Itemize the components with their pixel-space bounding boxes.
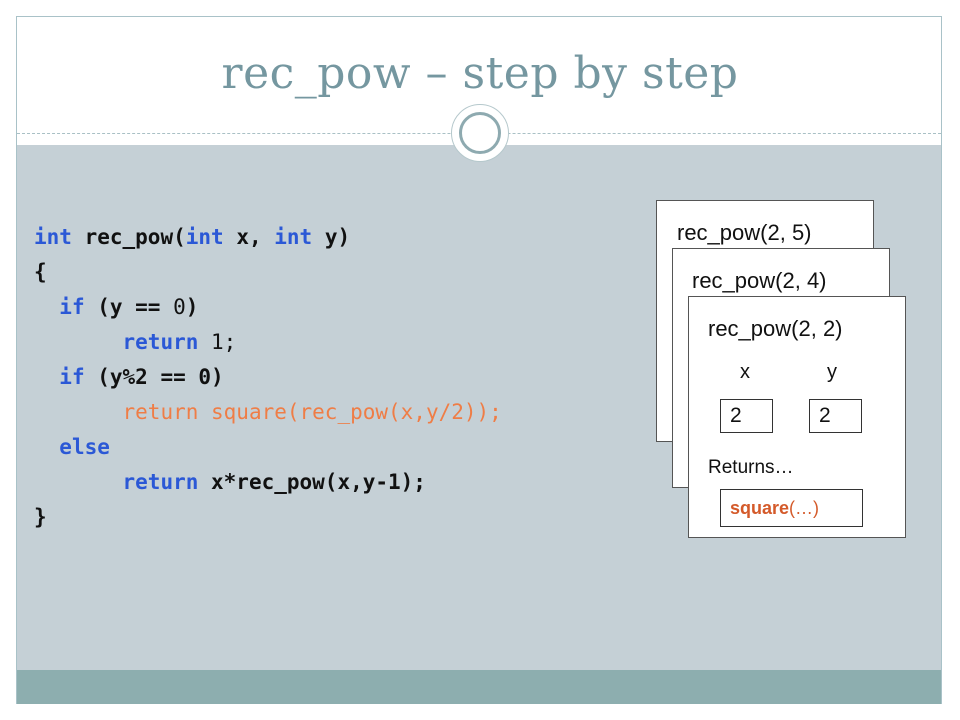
stack-frame-3: rec_pow(2, 2) x y 2 2 Returns… square(…) bbox=[688, 296, 906, 538]
code-indent bbox=[34, 330, 123, 354]
footer-band bbox=[17, 670, 941, 704]
code-line-5: if (y%2 == 0) bbox=[34, 360, 502, 395]
code-token: y) bbox=[312, 225, 351, 249]
keyword-token: int bbox=[34, 225, 72, 249]
code-token: (y%2 == 0) bbox=[84, 365, 224, 389]
highlighted-code-token: return square(rec_pow(x,y/2)); bbox=[122, 400, 502, 424]
var-x-value: 2 bbox=[720, 399, 773, 433]
keyword-token: int bbox=[185, 225, 224, 249]
code-indent bbox=[34, 470, 123, 494]
code-indent bbox=[34, 400, 123, 424]
code-token: } bbox=[34, 505, 47, 529]
code-indent bbox=[34, 295, 59, 319]
returns-label: Returns… bbox=[708, 457, 794, 478]
code-token: 0 bbox=[173, 295, 186, 319]
code-token: 1; bbox=[198, 330, 237, 354]
code-line-6: return square(rec_pow(x,y/2)); bbox=[34, 395, 502, 430]
ring-ornament-icon bbox=[451, 104, 509, 162]
code-token: rec_pow( bbox=[71, 225, 186, 249]
code-token: x*rec_pow(x,y-1); bbox=[198, 470, 426, 494]
code-token: { bbox=[34, 260, 47, 284]
code-line-7: else bbox=[34, 430, 502, 465]
code-line-8: return x*rec_pow(x,y-1); bbox=[34, 465, 502, 500]
return-args: (…) bbox=[789, 498, 820, 518]
code-line-3: if (y == 0) bbox=[34, 290, 502, 325]
var-x-label: x bbox=[740, 361, 750, 383]
code-token: x, bbox=[223, 225, 275, 249]
code-line-1: int rec_pow(int x, int y) bbox=[34, 220, 502, 255]
var-y-label: y bbox=[827, 361, 837, 383]
var-y-value: 2 bbox=[809, 399, 862, 433]
code-line-9: } bbox=[34, 500, 502, 535]
code-line-4: return 1; bbox=[34, 325, 502, 360]
stack-frame-title: rec_pow(2, 4) bbox=[692, 268, 827, 293]
keyword-token: if bbox=[59, 365, 85, 389]
keyword-token: else bbox=[59, 435, 110, 459]
code-line-2: { bbox=[34, 255, 502, 290]
keyword-token: if bbox=[59, 295, 85, 319]
keyword-token: return bbox=[122, 330, 199, 354]
stack-frame-title: rec_pow(2, 2) bbox=[708, 316, 843, 341]
code-indent bbox=[34, 435, 59, 459]
code-indent bbox=[34, 365, 59, 389]
return-value-box: square(…) bbox=[720, 489, 863, 527]
stack-frame-title: rec_pow(2, 5) bbox=[677, 220, 812, 245]
return-function-name: square bbox=[730, 498, 790, 518]
keyword-token: int bbox=[274, 225, 313, 249]
slide-title: rec_pow – step by step bbox=[221, 48, 739, 99]
keyword-token: return bbox=[122, 470, 199, 494]
code-block: int rec_pow(int x, int y) { if (y == 0) … bbox=[34, 220, 502, 535]
code-token: ) bbox=[185, 295, 199, 319]
code-token: (y == bbox=[84, 295, 174, 319]
